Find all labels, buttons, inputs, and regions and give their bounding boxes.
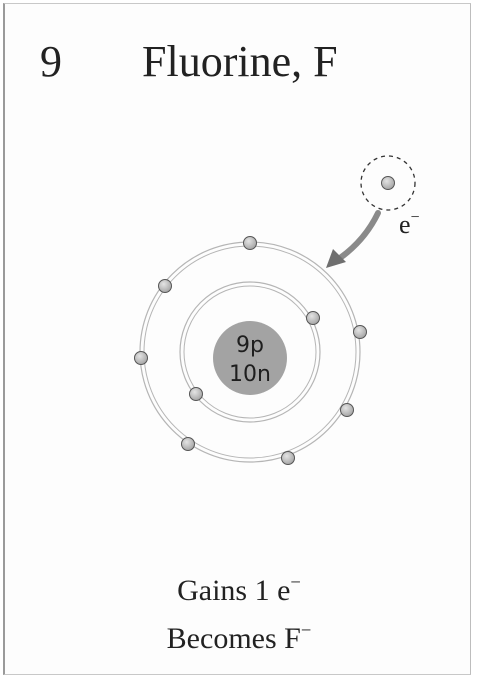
incoming-electron-label: e− xyxy=(399,209,420,239)
arrow-icon xyxy=(326,213,378,268)
electron xyxy=(135,352,148,365)
nucleus-protons-label: 9p xyxy=(236,333,264,358)
electron xyxy=(307,312,320,325)
incoming-electron xyxy=(382,177,395,190)
caption-becomes: Becomes F− xyxy=(0,622,478,656)
nucleus-neutrons-label: 10n xyxy=(229,362,271,387)
electron xyxy=(159,280,172,293)
electron xyxy=(341,404,354,417)
electron xyxy=(354,326,367,339)
electron xyxy=(182,438,195,451)
electron xyxy=(190,388,203,401)
caption-gains: Gains 1 e− xyxy=(0,574,478,608)
electron xyxy=(244,237,257,250)
electron xyxy=(282,452,295,465)
